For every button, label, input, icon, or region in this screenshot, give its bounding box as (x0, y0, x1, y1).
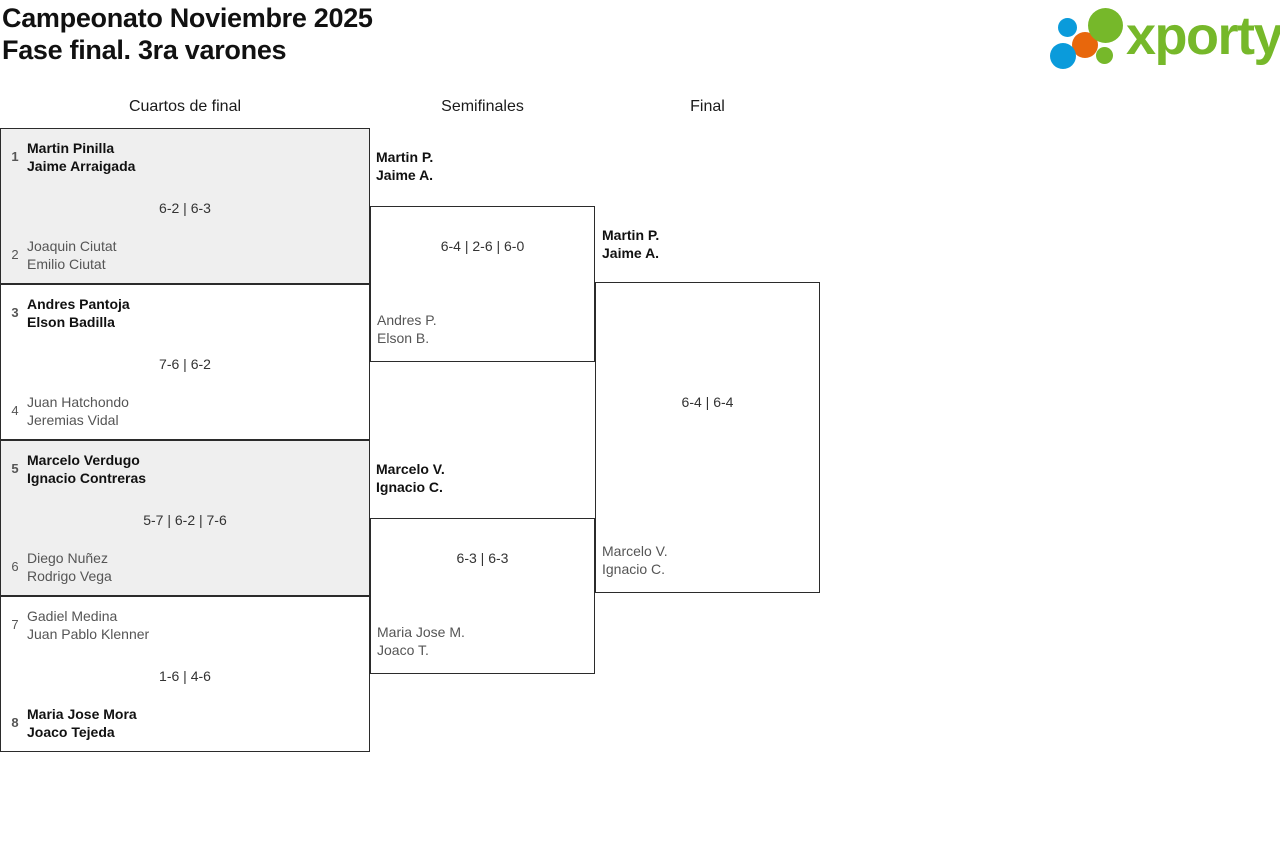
semifinal-2-top-competitor: Marcelo V. Ignacio C. (376, 460, 445, 496)
seed-number: 3 (11, 305, 19, 320)
competitor-seed-5: 5 Marcelo Verdugo Ignacio Contreras (1, 451, 369, 487)
player-name-line-2: Joaco T. (377, 642, 429, 658)
seed-number: 2 (11, 247, 19, 262)
match-score: 6-4 | 6-4 (681, 394, 734, 410)
player-name-line-1: Martin P. (376, 149, 434, 165)
match-score: 7-6 | 6-2 (159, 356, 211, 372)
player-name-line-1: Andres Pantoja (27, 296, 130, 312)
competitor-seed-2: 2 Joaquin Ciutat Emilio Ciutat (1, 237, 369, 273)
player-name-line-2: Jaime Arraigada (27, 158, 136, 174)
player-name-line-1: Juan Hatchondo (27, 394, 129, 410)
player-name-line-1: Marcelo V. (376, 461, 445, 477)
xporty-logo[interactable]: xporty (1048, 4, 1280, 70)
tournament-phase: Fase final. 3ra varones (2, 35, 287, 65)
logo-dots-icon (1048, 4, 1130, 70)
player-name-line-1: Gadiel Medina (27, 608, 118, 624)
logo-dot-blue-bottom-icon (1050, 43, 1076, 69)
round-header-semifinals: Semifinales (441, 98, 524, 115)
competitor-seed-1: 1 Martin Pinilla Jaime Arraigada (1, 139, 369, 175)
match-quarterfinal-2[interactable]: 3 Andres Pantoja Elson Badilla 7-6 | 6-2… (0, 284, 370, 440)
competitor-seed-6: 6 Diego Nuñez Rodrigo Vega (1, 549, 369, 585)
match-score: 6-4 | 2-6 | 6-0 (440, 238, 525, 254)
player-name-line-2: Ignacio C. (376, 479, 443, 495)
page-header: Campeonato Noviembre 2025 Fase final. 3r… (0, 0, 1280, 80)
logo-dot-blue-top-icon (1058, 18, 1077, 37)
semifinal-1-top-competitor: Martin P. Jaime A. (376, 148, 433, 184)
seed-number: 1 (11, 149, 19, 164)
match-score: 1-6 | 4-6 (159, 668, 211, 684)
player-name-line-1: Marcelo V. (602, 543, 668, 559)
round-header-final: Final (690, 98, 725, 115)
player-name-line-2: Elson B. (377, 330, 430, 346)
match-score: 6-2 | 6-3 (159, 200, 211, 216)
tournament-name: Campeonato Noviembre 2025 (2, 3, 373, 33)
final-top-competitor: Martin P. Jaime A. (602, 226, 659, 262)
match-quarterfinal-3[interactable]: 5 Marcelo Verdugo Ignacio Contreras 5-7 … (0, 440, 370, 596)
player-name-line-1: Andres P. (377, 312, 437, 328)
player-name-line-1: Martin P. (602, 227, 660, 243)
player-name-line-2: Emilio Ciutat (27, 256, 106, 272)
semifinal-2-bottom-competitor: Maria Jose M. Joaco T. (371, 623, 594, 659)
competitor-seed-3: 3 Andres Pantoja Elson Badilla (1, 295, 369, 331)
match-semifinal-2[interactable]: 6-3 | 6-3 Maria Jose M. Joaco T. (370, 518, 595, 674)
competitor-seed-4: 4 Juan Hatchondo Jeremias Vidal (1, 393, 369, 429)
round-header-quarterfinals: Cuartos de final (128, 98, 242, 115)
competitor-seed-8: 8 Maria Jose Mora Joaco Tejeda (1, 705, 369, 741)
player-name-line-1: Martin Pinilla (27, 140, 115, 156)
match-quarterfinal-1[interactable]: 1 Martin Pinilla Jaime Arraigada 6-2 | 6… (0, 128, 370, 284)
page-title: Campeonato Noviembre 2025 Fase final. 3r… (2, 2, 373, 66)
player-name-line-1: Joaquin Ciutat (27, 238, 117, 254)
match-semifinal-1[interactable]: 6-4 | 2-6 | 6-0 Andres P. Elson B. (370, 206, 595, 362)
logo-dot-green-small-icon (1096, 47, 1113, 64)
player-name-line-1: Maria Jose Mora (27, 706, 137, 722)
final-bottom-competitor: Marcelo V. Ignacio C. (596, 542, 819, 578)
seed-number: 6 (11, 559, 19, 574)
match-quarterfinal-4[interactable]: 7 Gadiel Medina Juan Pablo Klenner 1-6 |… (0, 596, 370, 752)
player-name-line-2: Ignacio C. (602, 561, 666, 577)
match-final[interactable]: 6-4 | 6-4 Marcelo V. Ignacio C. (595, 282, 820, 593)
seed-number: 5 (11, 461, 19, 476)
player-name-line-2: Jeremias Vidal (27, 412, 119, 428)
player-name-line-2: Jaime A. (376, 167, 434, 183)
player-name-line-2: Elson Badilla (27, 314, 115, 330)
player-name-line-2: Ignacio Contreras (27, 470, 147, 486)
player-name-line-1: Marcelo Verdugo (27, 452, 140, 468)
seed-number: 7 (11, 617, 19, 632)
logo-dot-green-large-icon (1088, 8, 1123, 43)
semifinal-1-bottom-competitor: Andres P. Elson B. (371, 311, 594, 347)
player-name-line-1: Maria Jose M. (377, 624, 465, 640)
player-name-line-2: Juan Pablo Klenner (27, 626, 150, 642)
seed-number: 4 (11, 403, 19, 418)
player-name-line-2: Rodrigo Vega (27, 568, 112, 584)
match-score: 6-3 | 6-3 (456, 550, 509, 566)
competitor-seed-7: 7 Gadiel Medina Juan Pablo Klenner (1, 607, 369, 643)
logo-wordmark: xporty (1126, 6, 1280, 66)
player-name-line-2: Jaime A. (602, 245, 660, 261)
player-name-line-1: Diego Nuñez (27, 550, 108, 566)
match-score: 5-7 | 6-2 | 7-6 (143, 512, 227, 528)
player-name-line-2: Joaco Tejeda (27, 724, 115, 740)
seed-number: 8 (11, 715, 19, 730)
